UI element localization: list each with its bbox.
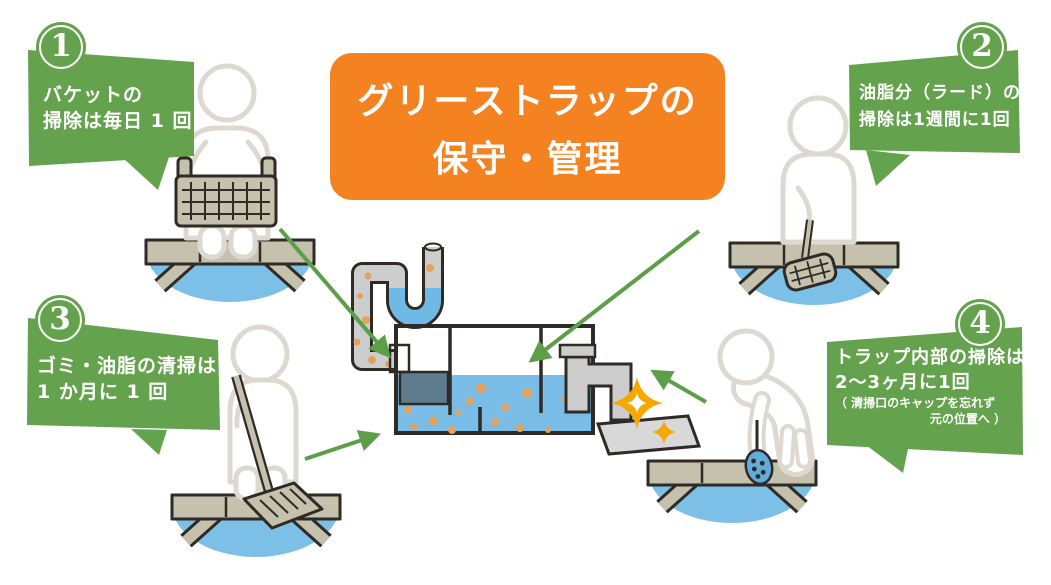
sparkle-icon bbox=[611, 377, 663, 429]
sunken-basket bbox=[398, 370, 450, 406]
strainer-basket-icon bbox=[174, 156, 278, 228]
step2-text-line2: 掃除は1週間に1回 bbox=[859, 110, 1011, 130]
step4-speech-bubble: トラップ内部の掃除は 2〜3ヶ月に1回 （ 清掃口のキャップを忘れず 元の位置へ… bbox=[818, 315, 1033, 480]
person-skimming-grease bbox=[780, 95, 857, 292]
step4-note-line1: （ 清掃口のキャップを忘れず bbox=[835, 396, 996, 410]
inlet-stub bbox=[388, 343, 411, 374]
person-bucket-cleaning bbox=[174, 63, 278, 260]
person-cleanout-cap bbox=[717, 328, 815, 486]
grease-particles bbox=[404, 383, 570, 434]
step1-text-line2: 掃除は毎日 1 回 bbox=[43, 110, 193, 132]
step2-number-badge: 2 bbox=[957, 22, 1007, 72]
cleanout-cap-icon bbox=[744, 420, 774, 486]
step4-text-line1: トラップ内部の掃除は bbox=[835, 347, 1025, 368]
skimmer-net-icon bbox=[782, 219, 838, 292]
step3-speech-bubble: ゴミ・油脂の清掃は 1 か月に 1 回 bbox=[18, 305, 233, 465]
step1-number-badge: 1 bbox=[36, 22, 86, 72]
inlet-pipe bbox=[351, 242, 444, 371]
arrow-step4-to-outlet bbox=[650, 369, 707, 404]
step4-number-badge: 4 bbox=[955, 299, 1005, 349]
step1-speech-bubble: バケットの 掃除は毎日 1 回 bbox=[20, 40, 210, 210]
step3-text-line1: ゴミ・油脂の清掃は bbox=[37, 355, 218, 377]
person-scraping-sludge bbox=[227, 324, 324, 530]
arrow-step1-to-inlet bbox=[278, 227, 391, 359]
page-title: グリーストラップの 保守・管理 bbox=[330, 53, 725, 200]
step4-text-line2: 2〜3ヶ月に1回 bbox=[835, 372, 971, 393]
title-line2: 保守・管理 bbox=[432, 138, 623, 180]
sparkle-icon bbox=[652, 420, 676, 444]
step4-note-line2: 元の位置へ ） bbox=[929, 412, 1006, 426]
step2-speech-bubble: 油脂分（ラード）の 掃除は1週間に1回 bbox=[840, 40, 1030, 195]
step3-text-line2: 1 か月に 1 回 bbox=[37, 381, 169, 403]
clean-water-sheet bbox=[595, 414, 702, 456]
step1-text-line1: バケットの bbox=[43, 84, 144, 106]
title-line1: グリーストラップの bbox=[357, 80, 698, 122]
arrow-step2-to-tank bbox=[528, 229, 701, 363]
outlet-pipe bbox=[558, 343, 633, 422]
arrow-step3-to-tank bbox=[304, 430, 382, 461]
scraper-icon bbox=[231, 374, 324, 530]
grease-trap-diagram bbox=[351, 242, 702, 456]
step2-text-line1: 油脂分（ラード）の bbox=[859, 83, 1021, 103]
step3-number-badge: 3 bbox=[35, 295, 85, 345]
trap-tank bbox=[388, 324, 595, 435]
